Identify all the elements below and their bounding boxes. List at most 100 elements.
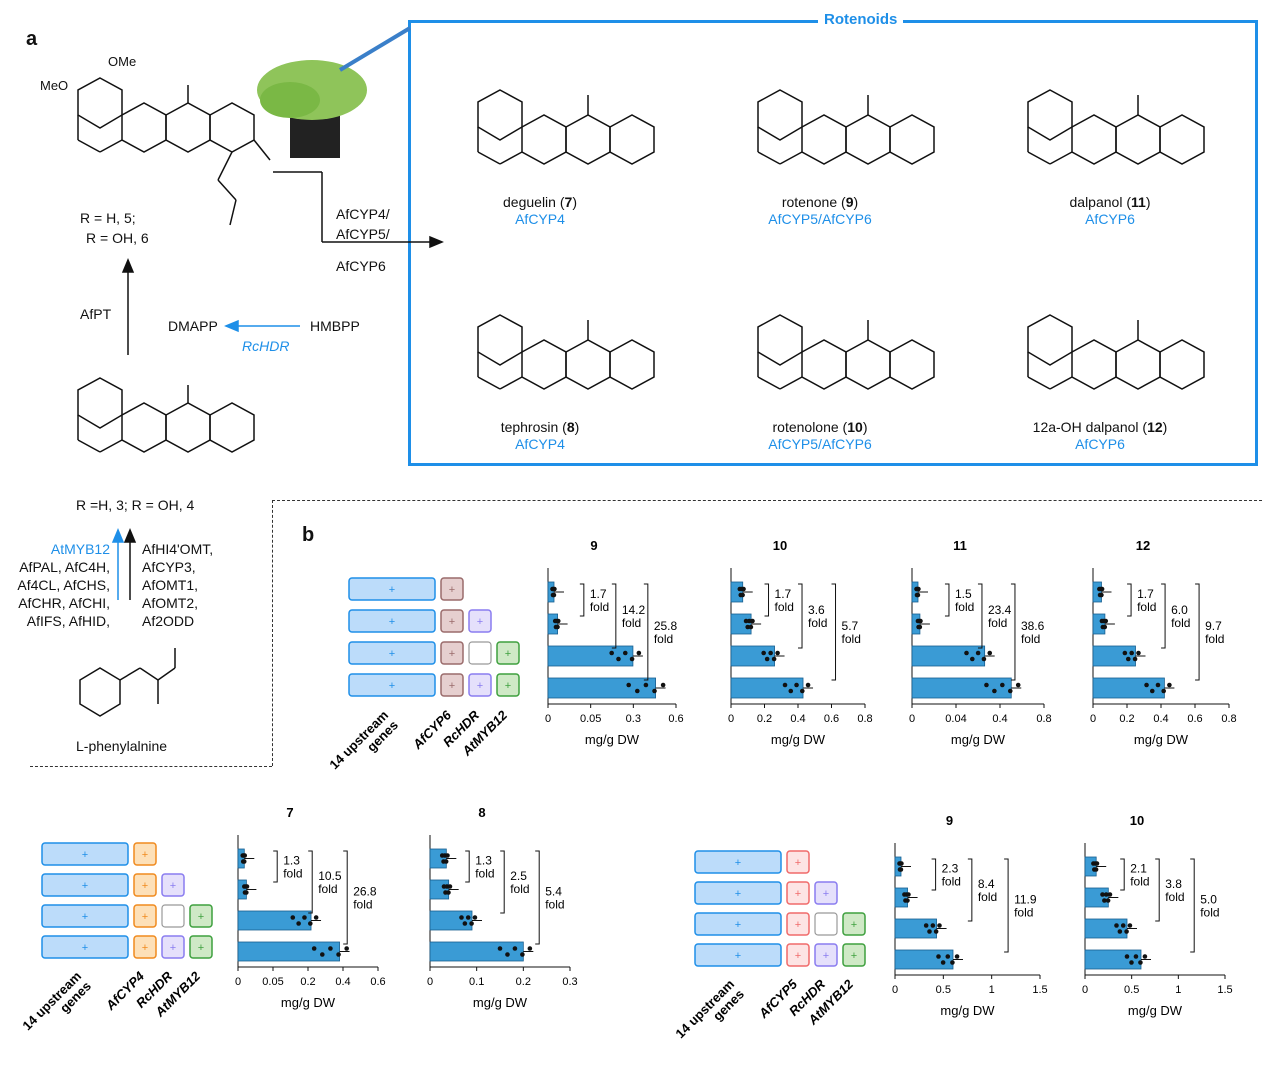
upstream-genes-label: 14 upstreamgenes: [326, 708, 401, 783]
plus-sign: +: [735, 919, 741, 931]
prenyl-r-label2: R = OH, 6: [86, 230, 149, 246]
x-tick-label: 0.2: [516, 976, 531, 988]
panel-b-label: b: [302, 524, 315, 546]
rchdr-box: [161, 873, 185, 897]
upstream-genes-box: [41, 904, 129, 928]
data-point: [1144, 682, 1149, 688]
compound-11-caption: dalpanol (11) AfCYP6: [1069, 194, 1151, 227]
plus-sign: +: [198, 942, 204, 954]
data-point: [1100, 892, 1105, 897]
cyp-box: [133, 935, 157, 959]
chart-title: 8: [478, 805, 485, 820]
data-point: [933, 929, 939, 934]
plus-sign: +: [735, 857, 741, 869]
data-point: [1094, 861, 1100, 866]
data-point: [764, 656, 770, 662]
data-point: [555, 618, 561, 624]
data-point: [660, 682, 666, 688]
data-point: [551, 592, 557, 598]
x-axis-label: mg/g DW: [473, 995, 528, 1010]
x-tick-label: 0.1: [469, 976, 484, 988]
chart-title: 7: [286, 805, 293, 820]
data-point: [898, 867, 904, 872]
plus-sign: +: [198, 911, 204, 923]
bar: [547, 613, 559, 635]
x-tick-label: 0: [1082, 984, 1088, 996]
left-genes: AtMYB12 AfPAL, AfC4H, Af4CL, AfCHS, AfCH…: [17, 541, 110, 629]
bar: [730, 613, 752, 635]
compound-10-caption: rotenolone (10) AfCYP5/AfCYP6: [768, 419, 872, 452]
data-point: [652, 688, 657, 694]
cyp-box: [133, 873, 157, 897]
data-point: [954, 954, 960, 959]
data-point: [782, 682, 788, 688]
data-point: [296, 921, 301, 926]
rchdr-box: [814, 943, 838, 967]
data-point: [1117, 929, 1123, 934]
cyp-box: [440, 641, 464, 665]
data-point: [319, 952, 325, 957]
upstream-genes-label: 14 upstreamgenes: [672, 977, 747, 1052]
data-point: [1125, 656, 1131, 662]
upstream-genes-box: [694, 881, 782, 905]
fold-bracket: [1190, 858, 1195, 953]
plus-sign: +: [389, 584, 395, 596]
plus-sign: +: [735, 950, 741, 962]
rchdr-box: [161, 935, 185, 959]
data-point: [800, 688, 805, 694]
data-point: [788, 688, 794, 694]
data-point: [344, 946, 349, 951]
data-point: [992, 688, 997, 694]
x-tick-label: 0.05: [580, 713, 601, 725]
compound-12-caption: 12a-OH dalpanol (12) AfCYP6: [1032, 419, 1168, 452]
plus-sign: +: [170, 880, 176, 892]
divider-vertical: [272, 500, 273, 766]
data-point: [741, 586, 746, 592]
fold-bracket: [343, 850, 348, 945]
x-tick-label: 0.8: [857, 713, 872, 725]
bar: [894, 856, 902, 877]
data-point: [1127, 923, 1133, 928]
data-point: [940, 960, 946, 965]
plus-sign: +: [389, 616, 395, 628]
fold-bracket: [1195, 583, 1200, 681]
cyp-box: [440, 609, 464, 633]
phe-label: L-phenylalnine: [76, 738, 168, 754]
data-point: [302, 915, 307, 920]
x-tick-label: 0.6: [668, 713, 683, 725]
upstream-genes-box: [41, 873, 129, 897]
plus-sign: +: [82, 942, 88, 954]
data-point: [527, 946, 533, 951]
fold-bracket: [1161, 583, 1166, 649]
data-point: [552, 586, 557, 592]
rchdr-box: [468, 609, 492, 633]
x-tick-label: 0.2: [757, 713, 772, 725]
x-tick-label: 0: [545, 713, 551, 725]
data-point: [915, 592, 921, 598]
fold-bracket: [579, 583, 585, 617]
data-point: [1099, 592, 1104, 598]
rchdr-box-empty: [814, 912, 838, 936]
right-genes: AfHI4'OMT, AfCYP3, AfOMT1, AfOMT2, Af2OD…: [142, 541, 214, 629]
fold-bracket: [764, 583, 770, 617]
myb-box: [842, 912, 866, 936]
data-point: [1102, 898, 1107, 903]
x-tick-label: 0.4: [335, 976, 350, 988]
data-point: [927, 929, 932, 934]
fold-bracket: [500, 850, 505, 914]
data-point: [1142, 954, 1148, 959]
data-point: [443, 859, 449, 864]
bar: [547, 581, 555, 603]
x-tick-label: 0: [1090, 713, 1096, 725]
fold-bracket: [1004, 858, 1009, 953]
prenyl-r-label: R = H, 5;: [80, 210, 136, 226]
data-point: [1107, 892, 1113, 897]
ome-label: OMe: [108, 54, 137, 69]
divider-horizontal-bottom: [30, 766, 272, 767]
x-tick-label: 0.6: [370, 976, 385, 988]
